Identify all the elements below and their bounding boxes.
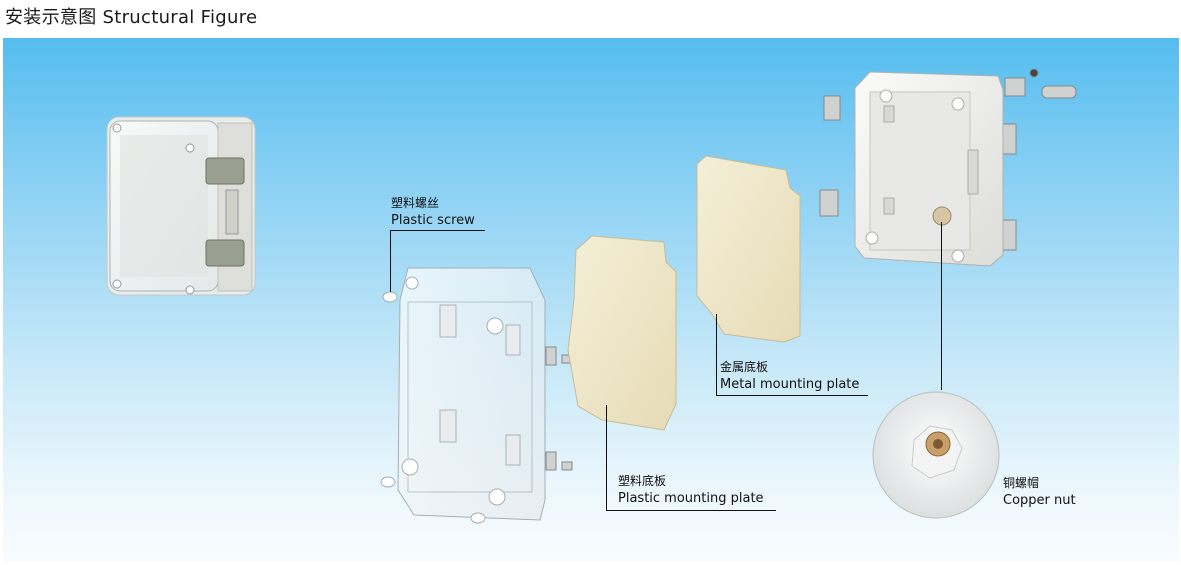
plastic-plate-label-cn: 塑料底板 — [618, 474, 667, 488]
metal-plate-leader-vertical — [716, 314, 717, 395]
plastic-plate-leader — [606, 510, 776, 511]
copper-nut-label-cn: 铜螺帽 — [1003, 476, 1040, 490]
plastic-screw-label: 塑料螺丝 Plastic screw — [391, 195, 475, 229]
transparent-lid-image — [397, 267, 546, 521]
plastic-plate-leader-vertical — [606, 405, 607, 510]
plastic-mounting-plate-image — [567, 235, 677, 431]
enclosure-base-image — [854, 71, 1004, 267]
plastic-screw-label-en: Plastic screw — [391, 213, 475, 228]
page-title: 安装示意图 Structural Figure — [5, 7, 258, 28]
plastic-plate-label: 塑料底板 Plastic mounting plate — [618, 473, 764, 507]
copper-nut-image — [872, 391, 1000, 519]
plastic-plate-label-en: Plastic mounting plate — [618, 491, 764, 506]
metal-plate-label-en: Metal mounting plate — [720, 377, 860, 392]
plastic-screw-leader-vertical — [390, 230, 391, 292]
plastic-screw-leader — [390, 230, 485, 231]
metal-plate-leader — [716, 395, 868, 396]
plastic-screw-icons — [380, 291, 486, 524]
metal-plate-label-cn: 金属底板 — [720, 360, 769, 374]
copper-nut-leader — [941, 222, 942, 390]
assembled-box-image — [106, 116, 256, 296]
metal-plate-label: 金属底板 Metal mounting plate — [720, 359, 859, 393]
metal-mounting-plate-image — [696, 155, 801, 343]
copper-nut-label-en: Copper nut — [1003, 493, 1076, 508]
copper-nut-label: 铜螺帽 Copper nut — [1003, 475, 1076, 509]
plastic-screw-label-cn: 塑料螺丝 — [391, 196, 440, 210]
